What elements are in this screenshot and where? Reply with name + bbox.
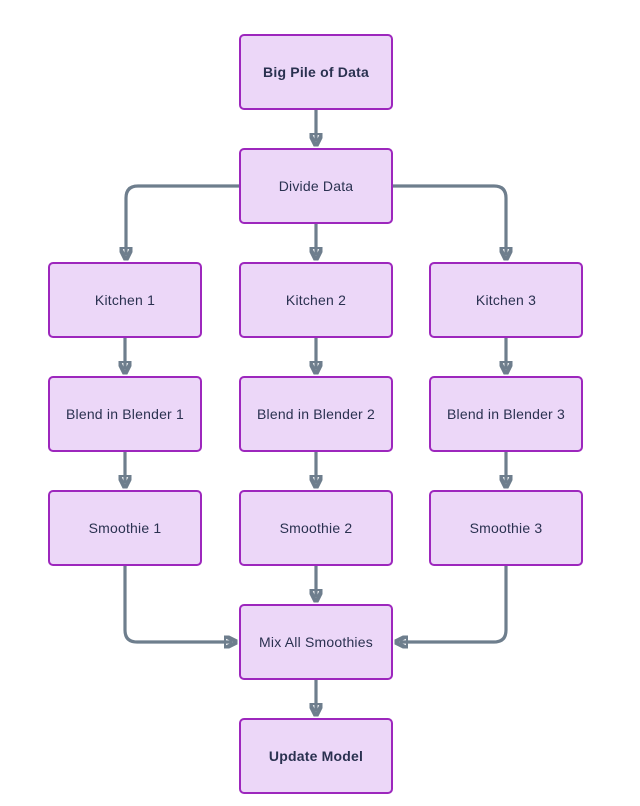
- edge-divide-kitchen1: [126, 184, 240, 255]
- node-big-pile-of-data: Big Pile of Data: [239, 34, 393, 110]
- node-kitchen-2: Kitchen 2: [239, 262, 393, 338]
- edge-smoothie1-mix: [123, 566, 232, 642]
- node-kitchen-1: Kitchen 1: [48, 262, 202, 338]
- node-blend-in-blender-3: Blend in Blender 3: [429, 376, 583, 452]
- edge-smoothie3-mix: [400, 566, 508, 642]
- node-divide-data: Divide Data: [239, 148, 393, 224]
- node-blend-in-blender-2: Blend in Blender 2: [239, 376, 393, 452]
- node-mix-all-smoothies: Mix All Smoothies: [239, 604, 393, 680]
- node-smoothie-1: Smoothie 1: [48, 490, 202, 566]
- node-smoothie-2: Smoothie 2: [239, 490, 393, 566]
- edge-divide-kitchen3: [392, 184, 506, 255]
- node-update-model: Update Model: [239, 718, 393, 794]
- node-blend-in-blender-1: Blend in Blender 1: [48, 376, 202, 452]
- node-smoothie-3: Smoothie 3: [429, 490, 583, 566]
- node-kitchen-3: Kitchen 3: [429, 262, 583, 338]
